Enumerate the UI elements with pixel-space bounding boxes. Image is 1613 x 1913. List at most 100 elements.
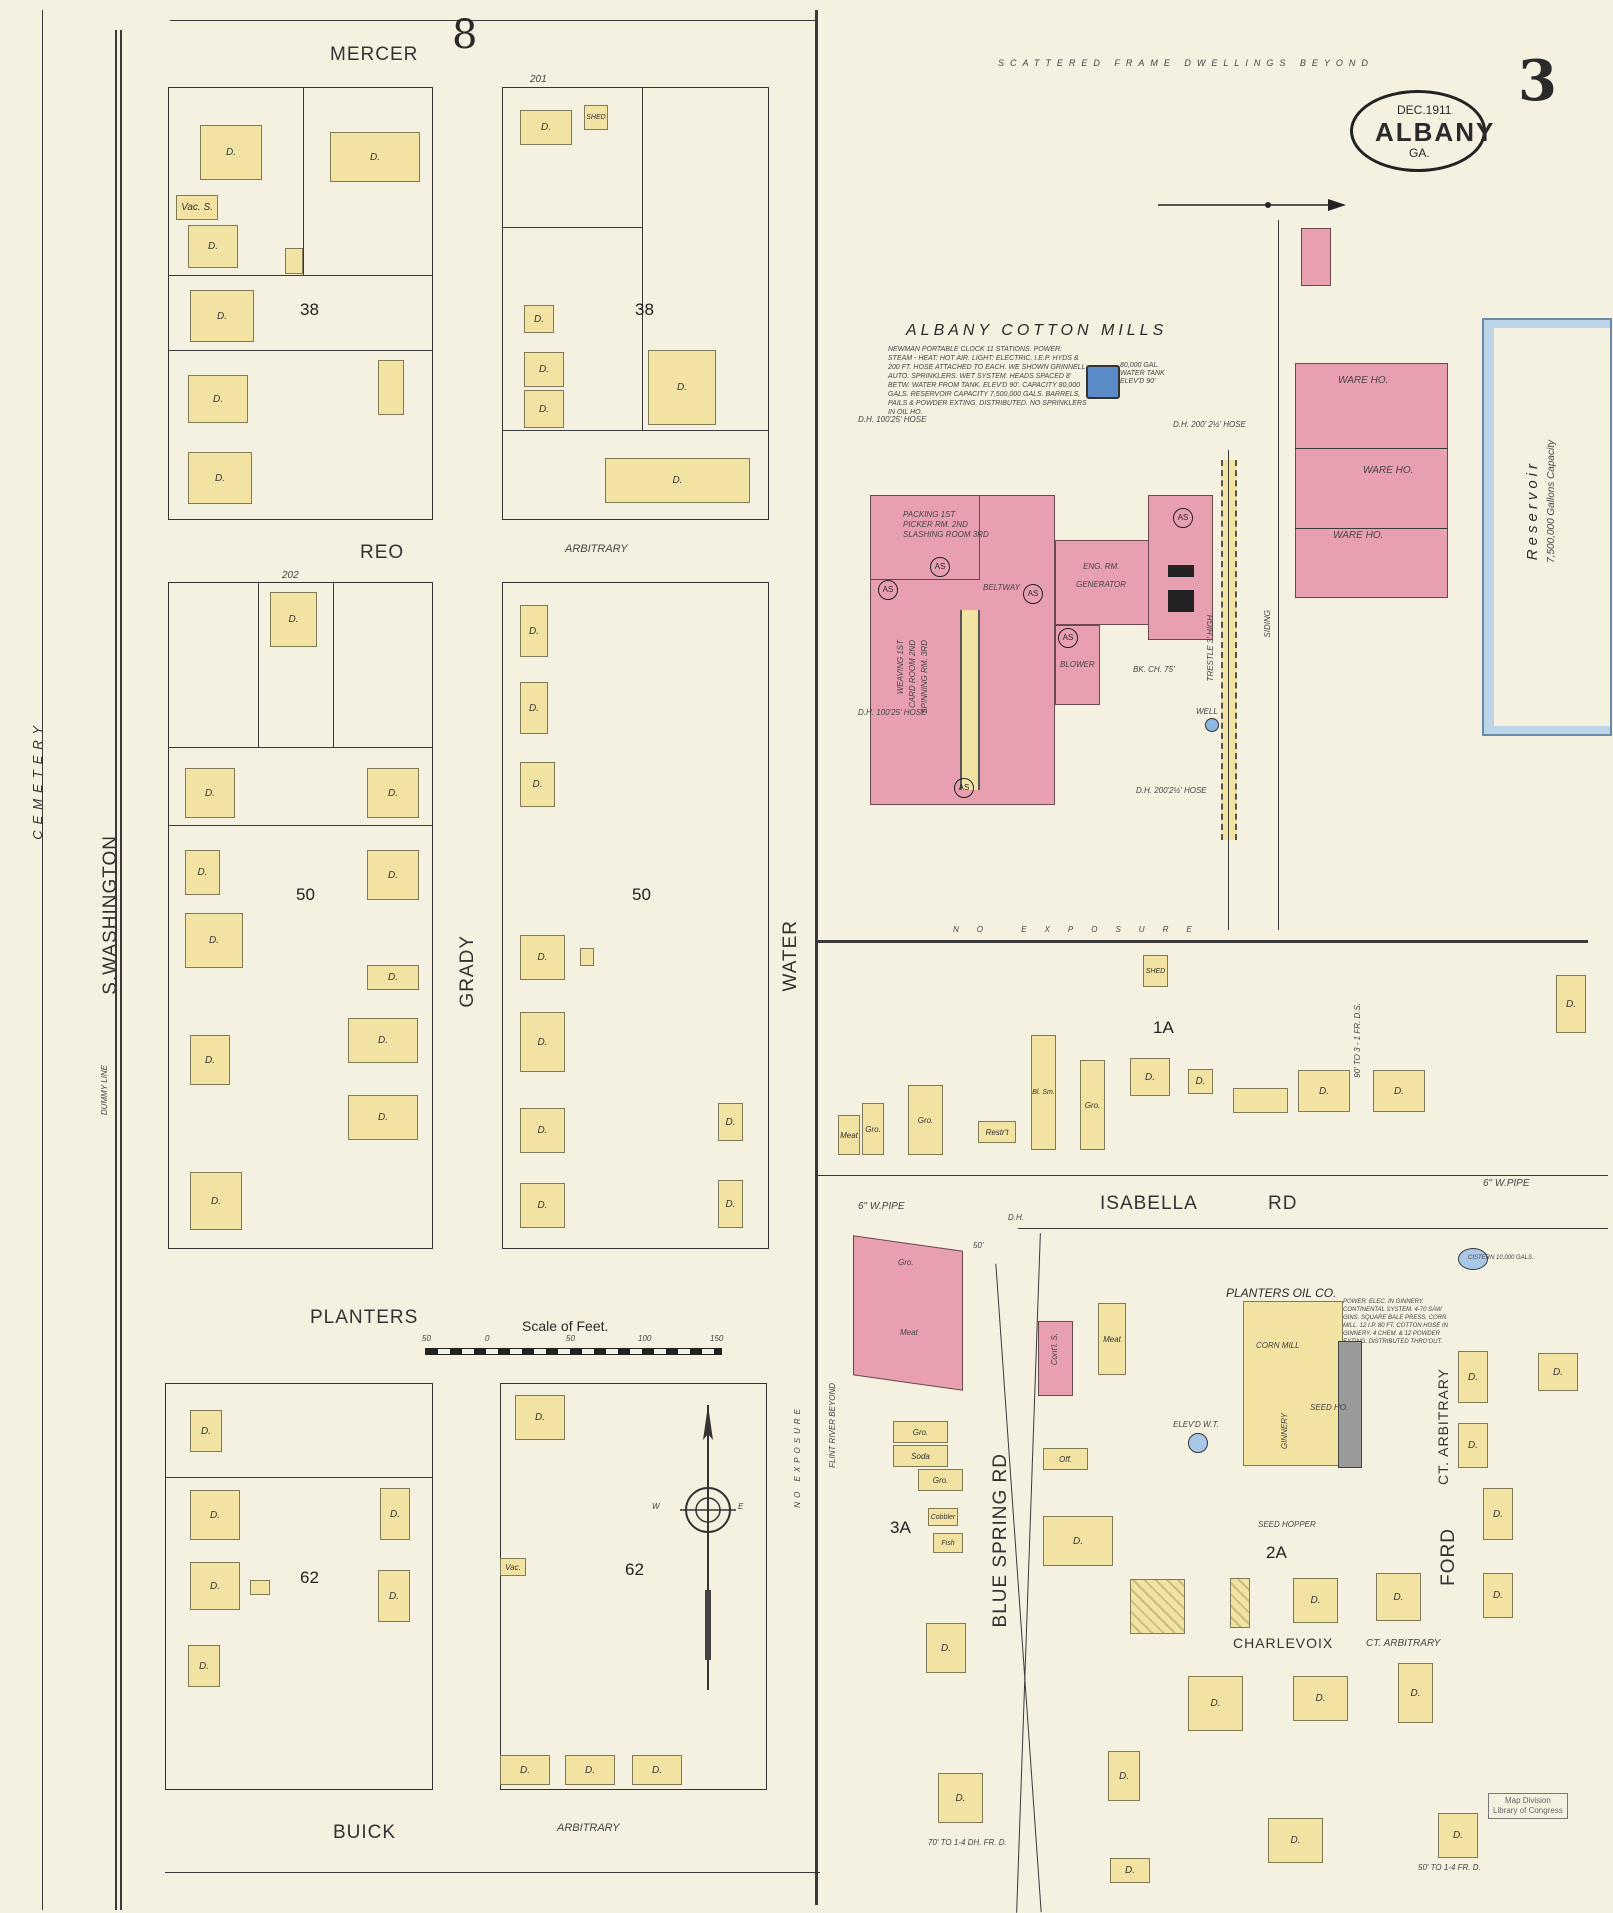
warehouse-label: WARE HO. xyxy=(1338,375,1389,386)
dwelling: D. xyxy=(1188,1069,1213,1094)
ct-arbitrary-bottom: CT. ARBITRARY xyxy=(1366,1638,1441,1649)
dwelling: D. xyxy=(1398,1663,1433,1723)
dwelling: D. xyxy=(718,1180,743,1228)
scale-tick: 150 xyxy=(710,1334,724,1343)
siding-label: SIDING xyxy=(1263,610,1272,638)
dwelling: D. xyxy=(367,768,419,818)
elev-wt-label: ELEV'D W.T. xyxy=(1173,1420,1219,1429)
lot-line xyxy=(168,825,433,826)
dwelling: D. xyxy=(188,1645,220,1687)
dwelling: D. xyxy=(520,762,555,807)
dwelling: D. xyxy=(718,1103,743,1141)
no-exposure-top: NO EXPOSURE xyxy=(953,925,1210,934)
hose-house: D.H. 200'2½' HOSE xyxy=(1136,786,1207,795)
oil-co-complex xyxy=(1243,1301,1343,1466)
dwelling: D. xyxy=(190,1562,240,1610)
small-brick-building xyxy=(1301,228,1331,286)
exposure-50: 50' TO 1-4 FR. D. xyxy=(1418,1863,1481,1872)
dwelling: D. xyxy=(1298,1070,1350,1112)
dwelling: D. xyxy=(348,1095,418,1140)
restaurant: Restr't xyxy=(978,1121,1016,1143)
block-62-east xyxy=(500,1383,767,1790)
warehouse-divider xyxy=(1295,528,1448,529)
siding-line xyxy=(1228,450,1229,930)
mill-name: ALBANY COTTON MILLS xyxy=(906,322,1168,339)
as-marker: AS xyxy=(1023,584,1043,604)
dwelling: D. xyxy=(380,1488,410,1540)
seed-house-label: SEED HO. xyxy=(1310,1403,1349,1412)
cistern-label: CISTERN 10,000 GALS. xyxy=(1468,1255,1534,1261)
street-rd: RD xyxy=(1268,1193,1298,1214)
as-marker: AS xyxy=(878,580,898,600)
street-water: WATER xyxy=(780,920,801,992)
left-half-map: CEMETERY S.WASHINGTON DUMMY LINE 8 MERCE… xyxy=(30,10,820,1910)
left-rail-line-2 xyxy=(120,30,122,1910)
as-marker: AS xyxy=(954,778,974,798)
dwelling: D. xyxy=(648,350,716,425)
cobbler: Cobbler xyxy=(928,1508,958,1526)
ginnery-label: GINNERY xyxy=(1280,1413,1289,1450)
room-weaving: WEAVING 1ST xyxy=(896,640,905,695)
dwelling: D. xyxy=(520,1183,565,1228)
contl-label: Cont'l. S. xyxy=(1050,1333,1059,1366)
grocery: Gro. xyxy=(908,1085,943,1155)
dwelling: D. xyxy=(632,1755,682,1785)
mill-picker-room xyxy=(870,495,980,580)
dwelling: D. xyxy=(938,1773,983,1823)
hose-house: D.H. 100'25' HOSE xyxy=(858,415,927,424)
lot-line xyxy=(168,350,433,351)
street-blue-spring-rd: BLUE SPRING RD xyxy=(990,1453,1011,1628)
lot-line xyxy=(303,87,304,275)
elevated-water-tank xyxy=(1188,1433,1208,1453)
room-beltway: BELTWAY xyxy=(983,583,1020,592)
meat-market: Meat xyxy=(838,1115,860,1155)
exposure-note: 90' TO 3 - 1 FR. D.S. xyxy=(1353,1003,1362,1078)
dwelling: D. xyxy=(1376,1573,1421,1621)
bottom-line xyxy=(165,1872,820,1873)
street-s-washington: S.WASHINGTON xyxy=(100,835,121,995)
dwelling: D. xyxy=(1438,1813,1478,1858)
street-reo: REO xyxy=(360,542,405,563)
hose-house: D.H. 100'25' HOSE xyxy=(858,708,927,717)
house-number: 202 xyxy=(282,570,299,581)
dwelling: D. xyxy=(1458,1423,1488,1468)
contl-store xyxy=(1038,1321,1073,1396)
stamp-line-2: Library of Congress xyxy=(1493,1806,1563,1815)
title-cartouche: DEC.1911 ALBANY GA. xyxy=(1350,90,1493,172)
block-number: 38 xyxy=(635,300,654,319)
dwelling: D. xyxy=(1108,1751,1140,1801)
sheet-number: 3 xyxy=(1518,48,1557,114)
isabella-south-line xyxy=(1018,1228,1608,1229)
dwelling: D. xyxy=(1268,1818,1323,1863)
stamp-line-1: Map Division xyxy=(1505,1796,1551,1805)
dwelling: D. xyxy=(200,125,262,180)
house-number: 201 xyxy=(530,74,547,85)
dwelling: D. xyxy=(524,390,564,428)
lot-line xyxy=(502,227,642,228)
lot-line xyxy=(502,430,769,431)
soda-shop: Soda xyxy=(893,1445,948,1467)
dwelling: D. xyxy=(1556,975,1586,1033)
mill-section: SCATTERED FRAME DWELLINGS BEYOND DEC.191… xyxy=(818,0,1612,940)
dwelling: D. xyxy=(565,1755,615,1785)
dwelling: D. xyxy=(367,965,419,990)
meat-market: Meat xyxy=(1098,1303,1126,1375)
seed-hopper-label: SEED HOPPER xyxy=(1258,1520,1316,1529)
block-50-east xyxy=(502,582,769,1249)
dwelling: D. xyxy=(1110,1858,1150,1883)
store-grocery: Gro. xyxy=(898,1258,914,1267)
dwelling: D. xyxy=(1043,1516,1113,1566)
dwelling: D. xyxy=(1188,1676,1243,1731)
dwelling: D. xyxy=(188,452,252,504)
dwelling: D. xyxy=(330,132,420,182)
dwelling: D. xyxy=(926,1623,966,1673)
block-number: 50 xyxy=(296,885,315,904)
reservoir-inner xyxy=(1494,328,1610,726)
lot-line xyxy=(642,87,643,430)
hose-house: D.H. 200' 2½' HOSE xyxy=(1173,420,1246,429)
dwelling: D. xyxy=(520,605,548,657)
block-number: 62 xyxy=(300,1568,319,1587)
vacant: Vac. xyxy=(500,1558,526,1576)
dummy-line-label: DUMMY LINE xyxy=(100,1065,109,1116)
dwelling: D. xyxy=(1373,1070,1425,1112)
